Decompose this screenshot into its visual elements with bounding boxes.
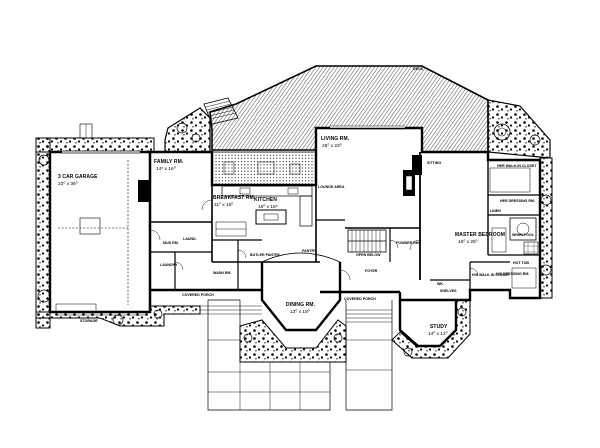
wash-room-label: WASH RM. (213, 271, 231, 275)
study-label: STUDY (430, 324, 448, 330)
laund-label: LAUND. (183, 237, 197, 241)
whirlpool-label: WHIRLPOOL (512, 233, 535, 237)
foyer-stairs (347, 229, 387, 253)
sitting-label: SITTING (427, 161, 441, 165)
wk-label: WK. (437, 282, 444, 286)
powder-room-label: POWDER RM. (396, 241, 420, 245)
landscaping-ne (487, 99, 551, 159)
garage-planter (35, 123, 155, 329)
covered-porch-right-label: COVERED PORCH (344, 297, 376, 301)
laundry-label: LAUNDRY (160, 263, 178, 267)
storage-label: STORAGE (80, 319, 98, 323)
linen-label: LINEN (490, 209, 501, 213)
dining-room-dims: 13⁰ x 18⁰ (290, 309, 310, 315)
mud-room-label: MUD RM. (163, 241, 179, 245)
breakfast-room-dims: 11⁰ x 15⁰ (214, 202, 233, 208)
butler-pantry-label: BUTLER PANTRY (250, 253, 281, 257)
living-room-dims: 25⁰ x 23⁰ (322, 143, 342, 149)
hot-tub-label: HOT TUB (513, 261, 529, 265)
front-walks (200, 299, 393, 411)
study-dims: 14⁰ x 12⁰ (428, 331, 448, 337)
landscaping-nw (164, 107, 211, 153)
his-closet-label: HIS WALK-IN CLOSET (472, 273, 511, 277)
interior-walls (148, 152, 540, 312)
breakfast-room-label: BREAKFAST RM. (213, 195, 256, 201)
living-room-label: LIVING RM. (321, 136, 350, 142)
kitchen-label: KITCHEN (254, 197, 277, 203)
dining-room-label: DINING RM. (286, 302, 316, 308)
front-planters (35, 157, 553, 363)
kitchen-details (215, 161, 313, 237)
shelves-label: SHELVES (440, 289, 457, 293)
room-labels: LIVING RM. 25⁰ x 23⁰ FAMILY RM. 14⁶ x 16… (58, 136, 537, 337)
master-bedroom-label: MASTER BEDROOM (455, 232, 505, 238)
garage-details (55, 160, 145, 316)
master-bedroom-dims: 16⁰ x 25⁰ (458, 239, 478, 245)
her-dressing-label: HER DRESSING RM. (500, 199, 535, 203)
master-bath (489, 167, 539, 289)
lounge-label: LOUNGE AREA (318, 185, 345, 189)
garage-dims: 23⁰ x 36⁰ (58, 181, 78, 187)
kitchen-dims: 16⁰ x 15⁶ (258, 204, 278, 210)
door-swings (149, 199, 479, 281)
her-closet-label: HER WALK-IN CLOSET (497, 164, 537, 168)
deck-label: DECK (413, 67, 424, 71)
foyer-label: FOYER (365, 269, 378, 273)
fireplace-sitting (412, 155, 422, 175)
open-below-label: OPEN BELOW (356, 253, 381, 257)
deck: DECK (203, 65, 489, 186)
garage-label: 3 CAR GARAGE (58, 174, 98, 180)
pantry-label: PANTRY (302, 249, 317, 253)
fireplace-family (138, 180, 150, 202)
covered-porch-left-label: COVERED PORCH (182, 293, 214, 297)
family-room-label: FAMILY RM. (154, 159, 184, 165)
family-room-dims: 14⁶ x 16⁰ (156, 166, 176, 172)
his-dressing-label: HIS DRESSING RM. (496, 272, 529, 276)
windows (62, 125, 405, 154)
